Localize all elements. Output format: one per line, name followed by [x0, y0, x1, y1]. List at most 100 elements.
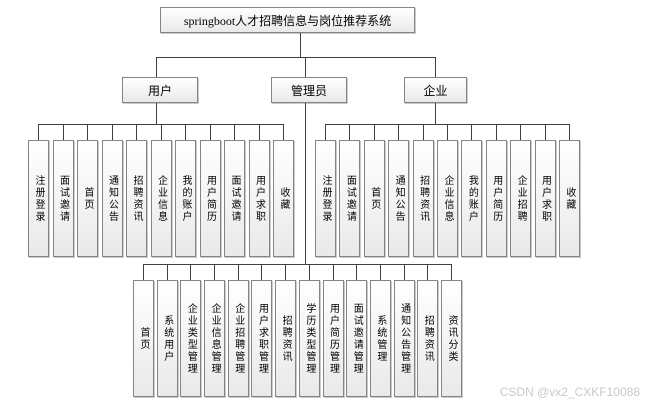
- connector-leaf-stub: [166, 264, 168, 280]
- leaf-label: 面试邀请管理: [351, 302, 363, 375]
- leaf-label: 首页: [368, 186, 380, 211]
- leaf-label: 面试邀请: [57, 174, 69, 223]
- connector-leaf-stub: [87, 124, 88, 140]
- connector-leaf-stub: [143, 264, 144, 280]
- leaf-label: 资讯分类: [445, 314, 457, 363]
- branch-node-admin: 管理员: [271, 77, 347, 103]
- leaf-box: 通知公告: [101, 140, 123, 257]
- leaf-node: 收藏: [558, 124, 580, 257]
- leaf-node: 面试邀请管理: [346, 264, 368, 397]
- connector-leaf-stub: [450, 264, 452, 280]
- leaf-label: 收藏: [278, 186, 289, 211]
- leaf-node: 招聘资讯: [417, 264, 439, 397]
- leaf-label: 注册登录: [320, 174, 331, 223]
- leaf-label: 我的账户: [180, 174, 191, 223]
- leaf-box: 首页: [363, 140, 385, 257]
- connector-leaf-stub: [111, 124, 113, 140]
- leaf-label: 用户简历: [204, 174, 216, 223]
- leaf-label: 招聘资讯: [280, 314, 292, 363]
- leaf-box: 收藏: [273, 140, 294, 257]
- leaf-node: 企业招聘管理: [227, 264, 249, 397]
- connector-leaf-stub: [403, 264, 405, 280]
- leaf-node: 系统管理: [369, 264, 391, 397]
- connector-leaf-stub: [185, 124, 186, 140]
- leaf-label: 我的账户: [466, 174, 478, 223]
- leaf-box: 通知公告: [388, 140, 410, 257]
- leaf-box: 用户求职: [248, 140, 270, 257]
- branch-node-user-label: 用户: [147, 83, 172, 98]
- leaf-box: 用户简历管理: [322, 280, 344, 397]
- connector-enterprise-stub: [435, 57, 436, 77]
- connector-admin-drop: [305, 103, 306, 264]
- leaf-node: 通知公告: [388, 124, 410, 257]
- connector-leaf-stub: [422, 124, 424, 140]
- leaf-label: 学历类型管理: [303, 302, 315, 375]
- connector-leaf-stub: [160, 124, 162, 140]
- leaf-node: 企业信息管理: [204, 264, 226, 397]
- leaf-box: 企业类型管理: [180, 280, 202, 397]
- leaf-node: 首页: [77, 124, 98, 257]
- leaf-box: 通知公告管理: [393, 280, 415, 397]
- leaf-box: 企业招聘: [510, 140, 532, 257]
- leaf-label: 招聘资讯: [422, 314, 434, 363]
- leaf-label: 收藏: [563, 186, 575, 211]
- leaf-node: 首页: [363, 124, 385, 257]
- leaf-node: 资讯分类: [440, 264, 462, 397]
- leaf-node: 企业招聘: [510, 124, 532, 257]
- connector-leaf-stub: [261, 264, 263, 280]
- connector-leaf-stub: [398, 124, 400, 140]
- leaf-box: 首页: [133, 280, 154, 397]
- connector-leaf-stub: [471, 124, 473, 140]
- connector-leaf-stub: [568, 124, 570, 140]
- leaf-box: 用户求职: [534, 140, 556, 257]
- leaf-node: 企业信息: [436, 124, 458, 257]
- connector-leaf-stub: [234, 124, 235, 140]
- connector-leaf-stub: [237, 264, 239, 280]
- connector-leaf-stub: [427, 264, 429, 280]
- leaf-label: 首页: [138, 326, 149, 351]
- leaf-label: 用户求职管理: [256, 302, 268, 375]
- leaf-group-enterprise: 注册登录 面试邀请 首页 通知公告 招聘资讯 企业信息: [315, 124, 580, 257]
- connector-root-drop: [300, 33, 301, 57]
- leaf-label: 企业类型管理: [185, 302, 197, 375]
- connector-leaf-stub: [283, 124, 284, 140]
- leaf-label: 注册登录: [33, 174, 44, 223]
- leaf-node: 企业信息: [150, 124, 172, 257]
- connector-leaf-stub: [495, 124, 497, 140]
- connector-leaf-stub: [373, 124, 375, 140]
- connector-admin-group-bar: [143, 264, 452, 265]
- leaf-box: 用户求职管理: [251, 280, 273, 397]
- leaf-node: 收藏: [273, 124, 294, 257]
- connector-leaf-stub: [446, 124, 448, 140]
- leaf-node: 系统用户: [156, 264, 178, 397]
- leaf-label: 招聘资讯: [417, 174, 429, 223]
- leaf-group-admin: 首页 系统用户 企业类型管理 企业信息管理 企业招聘管理 用: [133, 264, 462, 397]
- leaf-label: 企业招聘: [515, 174, 527, 223]
- connector-leaf-stub: [136, 124, 137, 140]
- leaf-node: 注册登录: [28, 124, 49, 257]
- connector-leaf-stub: [356, 264, 358, 280]
- leaf-group-user: 注册登录 面试邀请 首页 通知公告 招聘资讯 企业信息: [28, 124, 294, 257]
- leaf-box: 收藏: [558, 140, 580, 257]
- leaf-label: 首页: [82, 186, 93, 211]
- leaf-label: 用户简历: [490, 174, 502, 223]
- csdn-watermark: CSDN @vx2_CXKF10088: [499, 385, 640, 399]
- connector-leaf-stub: [285, 264, 287, 280]
- leaf-label: 面试邀请: [229, 174, 240, 223]
- branch-node-user: 用户: [122, 77, 198, 103]
- leaf-label: 通知公告: [106, 174, 118, 223]
- leaf-box: 资讯分类: [440, 280, 462, 397]
- leaf-node: 用户求职: [248, 124, 270, 257]
- branch-node-enterprise-label: 企业: [423, 83, 448, 98]
- leaf-node: 招聘资讯: [412, 124, 434, 257]
- connector-leaf-stub: [544, 124, 546, 140]
- leaf-box: 面试邀请管理: [346, 280, 368, 397]
- connector-enterprise-drop: [435, 103, 436, 124]
- leaf-node: 通知公告管理: [393, 264, 415, 397]
- connector-leaf-stub: [62, 124, 64, 140]
- leaf-label: 系统管理: [374, 314, 386, 363]
- leaf-node: 用户求职管理: [251, 264, 273, 397]
- leaf-label: 面试邀请: [344, 174, 356, 223]
- leaf-box: 用户简历: [485, 140, 507, 257]
